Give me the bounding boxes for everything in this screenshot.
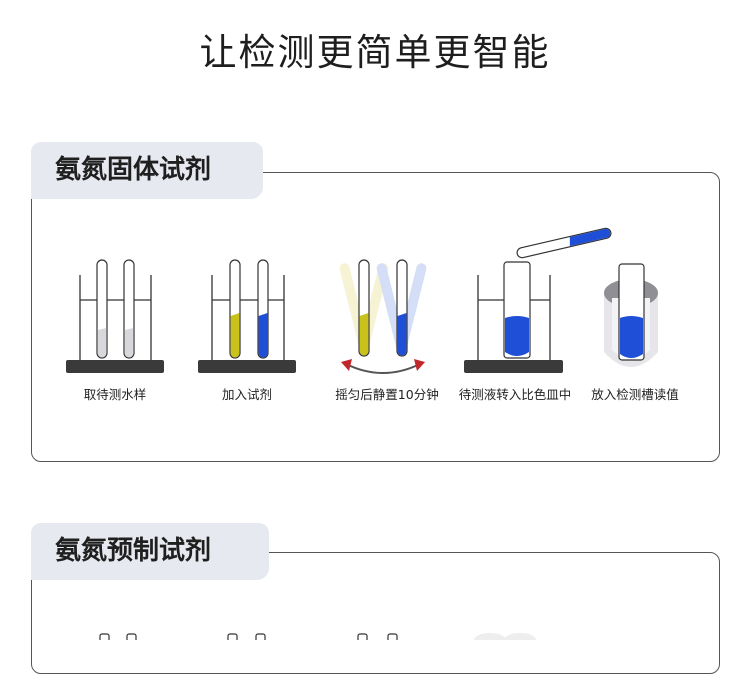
- solid-reagent-tab: 氨氮固体试剂: [31, 142, 263, 199]
- step3-label: 摇匀后静置10分钟: [335, 387, 439, 402]
- step1-sample-illustration: [66, 259, 164, 373]
- step4-transfer-illustration: [464, 227, 612, 373]
- step5-label: 放入检测槽读值: [591, 387, 679, 402]
- section2-partial-illustrations: [99, 633, 536, 640]
- step2-label: 加入试剂: [221, 387, 272, 402]
- procedure-illustrations: [66, 227, 658, 640]
- step3-shake-illustration: [339, 259, 427, 374]
- step1-label: 取待测水样: [83, 387, 147, 402]
- step2-reagent-illustration: [198, 259, 296, 373]
- page-headline: 让检测更简单更智能: [199, 31, 551, 74]
- prefilled-reagent-tab: 氨氮预制试剂: [31, 523, 269, 580]
- step4-label: 待测液转入比色皿中: [458, 387, 572, 402]
- step5-read-illustration: [604, 263, 658, 367]
